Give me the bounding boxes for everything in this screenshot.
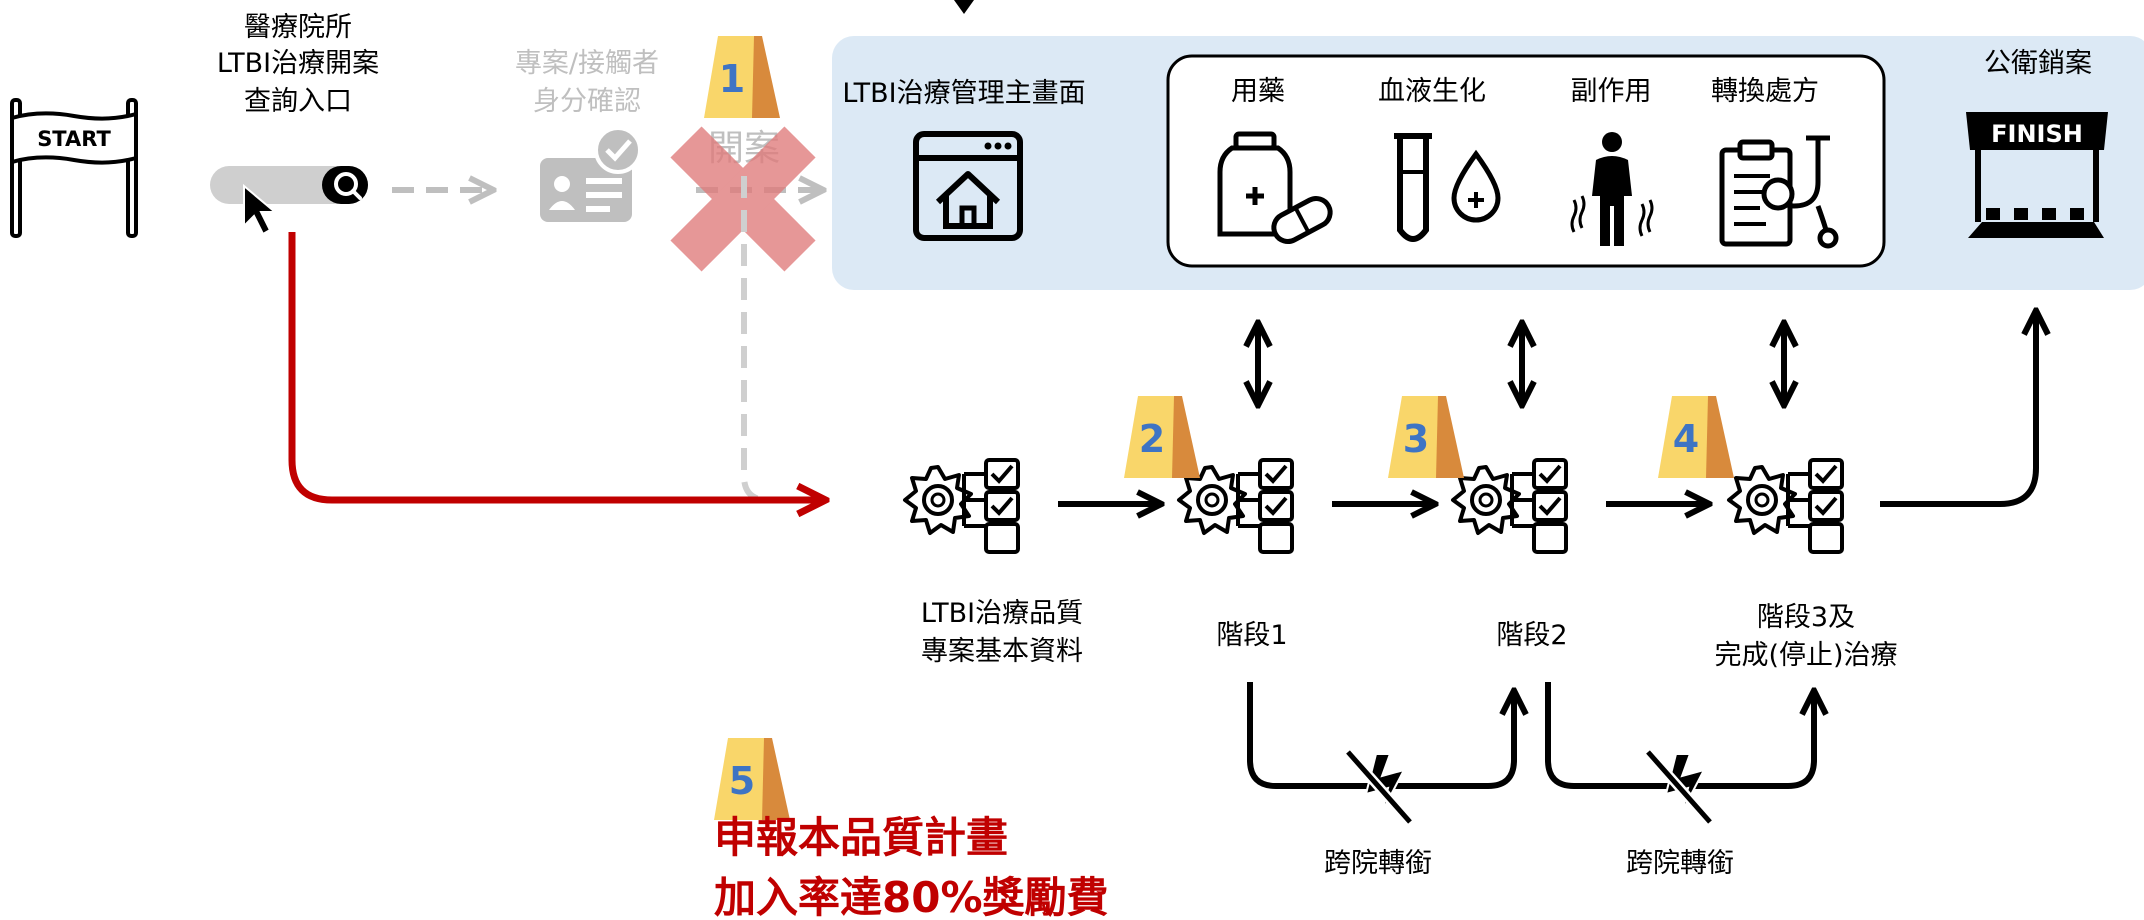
transfer-label-2: 跨院轉銜 [1626, 848, 1734, 879]
svg-text:4: 4 [1673, 417, 1699, 461]
finish-sign-label: FINISH [1991, 120, 2083, 148]
finish-line-icon: FINISH [1966, 112, 2108, 238]
direct-entry-red-arrow [288, 232, 824, 500]
process-step-basic-icon [903, 458, 1020, 554]
module-side-effects-label: 副作用 [1571, 76, 1652, 107]
stage3-label-line2: 完成(停止)治療 [1714, 640, 1897, 671]
entry-label-line1: 醫療院所 [244, 12, 352, 43]
case-confirm-label-line2: 身分確認 [533, 86, 641, 117]
top-arrowhead [954, 0, 974, 14]
module-prescription-label: 轉換處方 [1711, 76, 1819, 107]
blood-test-tube-icon [1394, 133, 1501, 242]
step-basic-label-line1: LTBI治療品質 [921, 598, 1083, 629]
prescription-clipboard-icon [1719, 135, 1839, 249]
step-badge-4: 4 [1658, 396, 1734, 478]
disconnect-icon-2 [1644, 748, 1714, 826]
entry-label-line2: LTBI治療開案 [217, 48, 379, 79]
id-card-check-icon [540, 126, 642, 222]
search-entry-icon [210, 166, 368, 236]
module-medication-label: 用藥 [1231, 76, 1285, 107]
module-blood-label: 血液生化 [1378, 76, 1486, 107]
start-sign-label: START [37, 127, 111, 151]
home-window-icon [913, 131, 1023, 241]
step-badge-3: 3 [1388, 396, 1464, 478]
svg-text:2: 2 [1139, 417, 1165, 461]
step-badge-5: 5 [714, 738, 790, 820]
main-screen-label: LTBI治療管理主畫面 [842, 78, 1085, 109]
case-confirm-label-line1: 專案/接觸者 [515, 48, 659, 79]
stage1-label: 階段1 [1216, 620, 1287, 651]
svg-text:5: 5 [729, 759, 755, 803]
module-box [1166, 54, 1886, 268]
transfer-label-1: 跨院轉銜 [1324, 848, 1432, 879]
stage2-label: 階段2 [1496, 620, 1567, 651]
stage3-label-line1: 階段3及 [1757, 602, 1855, 633]
svg-text:1: 1 [719, 57, 745, 101]
gray-dashed-connector [741, 176, 790, 503]
start-sign-icon: START [10, 98, 138, 238]
flow-arrow-to-closure [1880, 312, 2036, 507]
entry-label-line3: 查詢入口 [244, 86, 352, 117]
disconnect-icon-1 [1344, 748, 1414, 826]
side-effect-person-icon [1570, 132, 1654, 246]
svg-text:3: 3 [1403, 417, 1429, 461]
step-badge-2: 2 [1124, 396, 1200, 478]
process-step-2-icon [1451, 458, 1568, 554]
incentive-line1: 申報本品質計畫 [714, 813, 1008, 862]
medicine-bottle-icon [1217, 131, 1333, 245]
process-step-3-icon [1727, 458, 1844, 554]
blocked-cross-icon [670, 126, 816, 272]
closure-label: 公衛銷案 [1984, 48, 2092, 79]
step-basic-label-line2: 專案基本資料 [921, 636, 1083, 667]
step-badge-1: 1 [704, 36, 780, 118]
incentive-line2: 加入率達80%獎勵費 [714, 873, 1109, 920]
